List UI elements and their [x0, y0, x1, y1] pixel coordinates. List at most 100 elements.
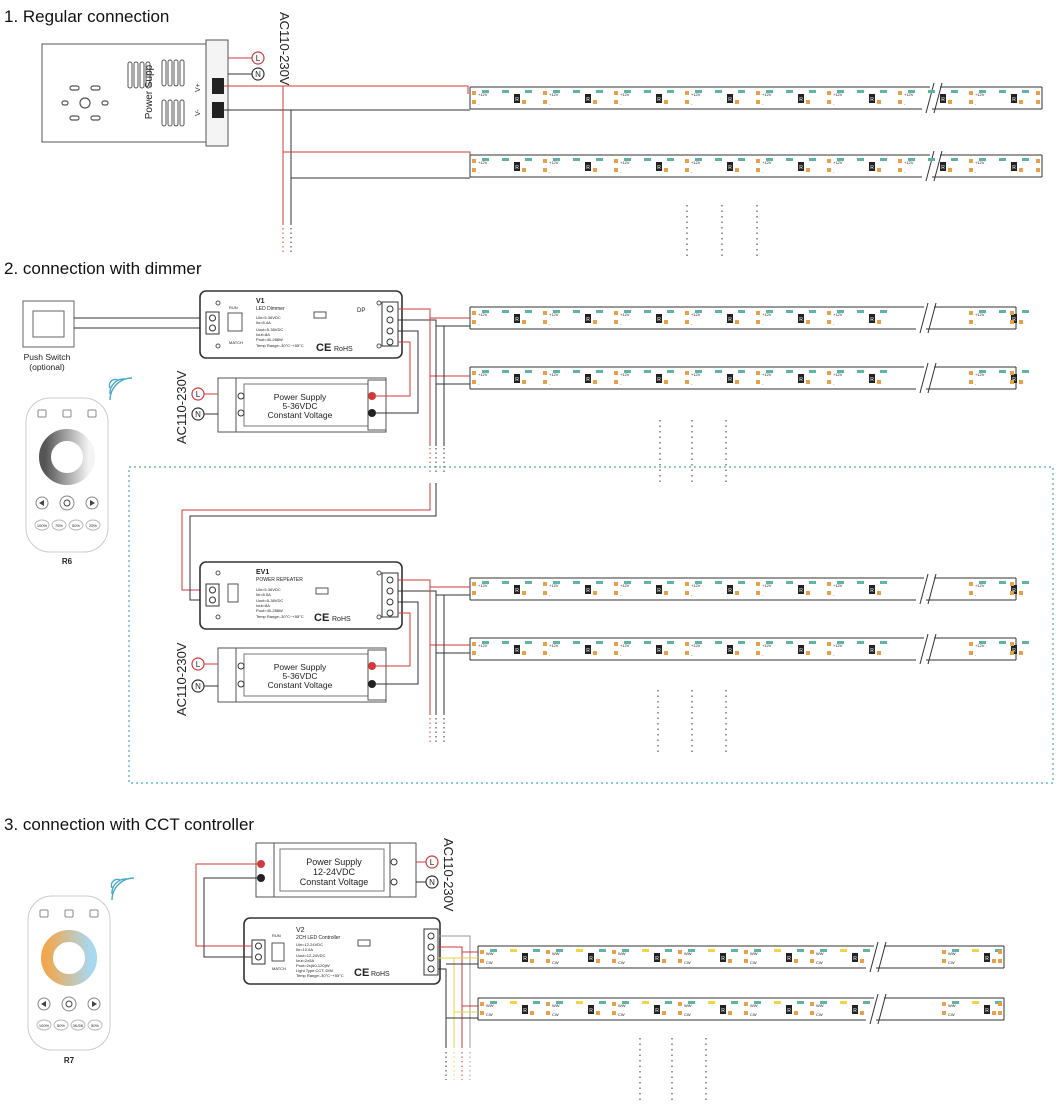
resistor-label: R — [586, 588, 590, 594]
strip-pad-plus-label: +12V — [975, 643, 985, 648]
resistor-label: R — [1012, 97, 1016, 103]
strip-pad-minus-label: CW — [486, 960, 493, 965]
strip-pad-minus-label: - — [975, 321, 977, 326]
r7-touch-wheel — [41, 930, 97, 986]
psu-cct-line1: Power Supply — [306, 857, 362, 867]
led-chip — [644, 90, 651, 93]
led-chip — [644, 581, 651, 584]
led-chip — [972, 949, 979, 952]
resistor-label: R — [728, 648, 732, 654]
resistor-icon — [522, 1005, 528, 1014]
resistor-label: R — [728, 165, 732, 171]
led-chip — [731, 949, 738, 952]
led-chip — [573, 158, 580, 161]
led-strip: +12V-R+12V-R+12V-R+12V-R+12V-R+12V-R+12V… — [469, 302, 1029, 334]
resistor-label: R — [1012, 588, 1016, 594]
v2-ce: CE — [354, 967, 369, 979]
v1-ce: CE — [316, 342, 331, 354]
led-chip — [665, 1001, 672, 1004]
led-chip — [837, 90, 844, 93]
resistor-icon — [1011, 585, 1017, 594]
power-repeater-ev1: EV1 POWER REPEATER Uin=5-36VDC Iin=8.5A … — [199, 561, 403, 630]
led-chip — [837, 370, 844, 373]
led-chip — [688, 949, 695, 952]
led-chip — [667, 158, 674, 161]
resistor-label: R — [799, 165, 803, 171]
resistor-label: R — [655, 956, 659, 962]
strip-pad-minus-label: - — [762, 381, 764, 386]
power-supply-repeater: Power Supply 5-36VDC Constant Voltage — [217, 647, 387, 703]
resistor-icon — [585, 162, 591, 171]
led-chip — [482, 370, 489, 373]
resistor-icon — [656, 585, 662, 594]
resistor-icon — [656, 162, 662, 171]
strip-pad-minus-label: - — [904, 169, 906, 174]
strip-pad-plus-label: +12V — [762, 312, 772, 317]
led-chip — [624, 370, 631, 373]
strip-pad-minus-label: - — [691, 381, 693, 386]
strip-pad-minus-label: - — [691, 101, 693, 106]
push-switch-label: Push Switch — [24, 352, 71, 362]
psu-repeater-line2: 5-36VDC — [283, 671, 318, 681]
led-chip — [809, 158, 816, 161]
v1-run: RUN — [229, 305, 238, 310]
led-chip — [754, 949, 761, 952]
led-chip — [999, 90, 1006, 93]
v2-spec-1: Uin=12-24VDC — [296, 942, 323, 947]
resistor-label: R — [728, 97, 732, 103]
led-chip — [490, 949, 497, 952]
strip-pad-plus-label: WW — [948, 1003, 956, 1008]
resistor-icon — [798, 374, 804, 383]
led-chip — [840, 1001, 847, 1004]
psu-dimmer-line3: Constant Voltage — [268, 410, 333, 420]
psu-1-vminus: V- — [195, 109, 202, 116]
strip-pad-plus-label: WW — [750, 1003, 758, 1008]
r6-zone-3-icon — [87, 409, 97, 418]
led-chip — [624, 90, 631, 93]
resistor-label: R — [657, 97, 661, 103]
led-chip — [857, 90, 864, 93]
led-chip — [857, 158, 864, 161]
strip-pad-minus-label: - — [904, 101, 906, 106]
v2-model: V2 — [296, 927, 305, 934]
led-chip — [695, 310, 702, 313]
led-chip — [596, 370, 603, 373]
led-chip — [837, 310, 844, 313]
strip-pad-plus-label: +12V — [478, 92, 488, 97]
resistor-label: R — [515, 377, 519, 383]
led-chip — [556, 949, 563, 952]
led-chip — [786, 641, 793, 644]
psu-cct-line2: 12-24VDC — [313, 867, 356, 877]
strip-pad-plus-label: +12V — [833, 312, 843, 317]
s2b-live-terminal-icon: L — [191, 657, 205, 671]
led-chip — [774, 949, 781, 952]
led-chip — [624, 581, 631, 584]
strip-pad-plus-label: +12V — [691, 643, 701, 648]
strip-pad-minus-label: CW — [684, 960, 691, 965]
section-1-title: 1. Regular connection — [4, 7, 169, 26]
s3-mains-label: AC110-230V — [441, 838, 456, 912]
strip-pad-plus-label: +12V — [975, 160, 985, 165]
v1-rohs: RoHS — [334, 346, 353, 353]
resistor-label: R — [799, 588, 803, 594]
led-chip — [1022, 90, 1029, 93]
led-chip — [525, 158, 532, 161]
resistor-icon — [869, 645, 875, 654]
strip-pad-minus-label: CW — [816, 1012, 823, 1017]
s2b-neutral-label: N — [195, 682, 201, 691]
led-chip — [624, 641, 631, 644]
led-chip — [999, 370, 1006, 373]
led-chip — [715, 310, 722, 313]
s2-neutral-terminal-icon: N — [191, 407, 205, 421]
v2-spec-4: Iout=2x5A — [296, 958, 314, 963]
v2-spec-6: Light Type:CCT, DIM — [296, 968, 333, 973]
led-chip — [952, 949, 959, 952]
strip-pad-minus-label: - — [620, 321, 622, 326]
resistor-label: R — [799, 317, 803, 323]
strip-pad-minus-label: - — [762, 321, 764, 326]
resistor-label: R — [941, 97, 945, 103]
strip-pad-plus-label: +12V — [833, 643, 843, 648]
strip-pad-minus-label: - — [549, 592, 551, 597]
ev1-name: POWER REPEATER — [256, 577, 303, 583]
